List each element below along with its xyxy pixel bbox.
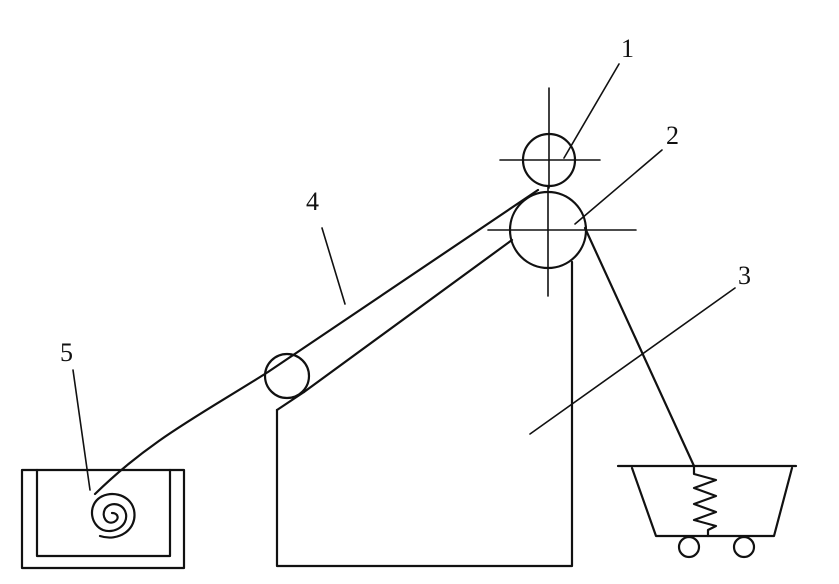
leader-1 — [563, 63, 620, 159]
cart — [616, 464, 798, 559]
callout-5: 5 — [60, 338, 73, 367]
callout-2: 2 — [666, 121, 679, 150]
leader-4 — [321, 227, 346, 305]
roller-1 — [499, 87, 601, 189]
coil-box — [20, 468, 186, 570]
cable — [583, 226, 696, 468]
guide-roller — [263, 352, 311, 400]
strip — [93, 188, 540, 496]
callout-4: 4 — [306, 187, 319, 216]
leader-5 — [72, 369, 91, 491]
coil-spiral — [90, 492, 136, 539]
leader-3 — [529, 287, 736, 435]
spring — [692, 464, 718, 538]
leader-2 — [574, 149, 663, 225]
callout-3: 3 — [738, 261, 751, 290]
callout-1: 1 — [621, 34, 634, 63]
frame — [275, 238, 574, 568]
